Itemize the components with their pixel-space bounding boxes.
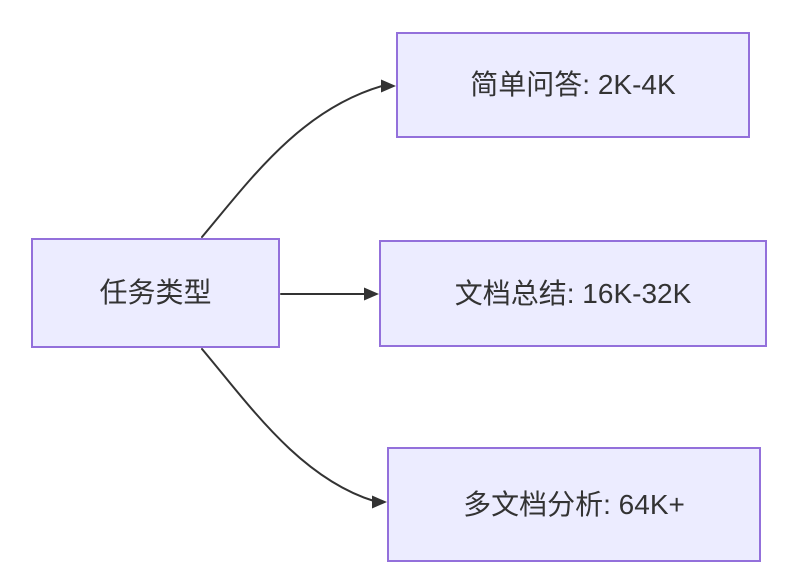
node-task-type: 任务类型 [31, 238, 280, 348]
arrowhead-icon [364, 287, 379, 301]
edge-task-to-doc-summary [280, 287, 379, 301]
edge-line [201, 348, 375, 502]
edge-task-to-multidoc [201, 348, 387, 509]
node-doc-summary: 文档总结: 16K-32K [379, 240, 767, 347]
edge-line [201, 85, 383, 238]
arrowhead-icon [372, 495, 387, 509]
edge-task-to-simple-qa [201, 79, 396, 238]
node-simple-qa: 简单问答: 2K-4K [396, 32, 750, 138]
node-multidoc-analysis: 多文档分析: 64K+ [387, 447, 761, 562]
arrowhead-icon [381, 79, 396, 93]
